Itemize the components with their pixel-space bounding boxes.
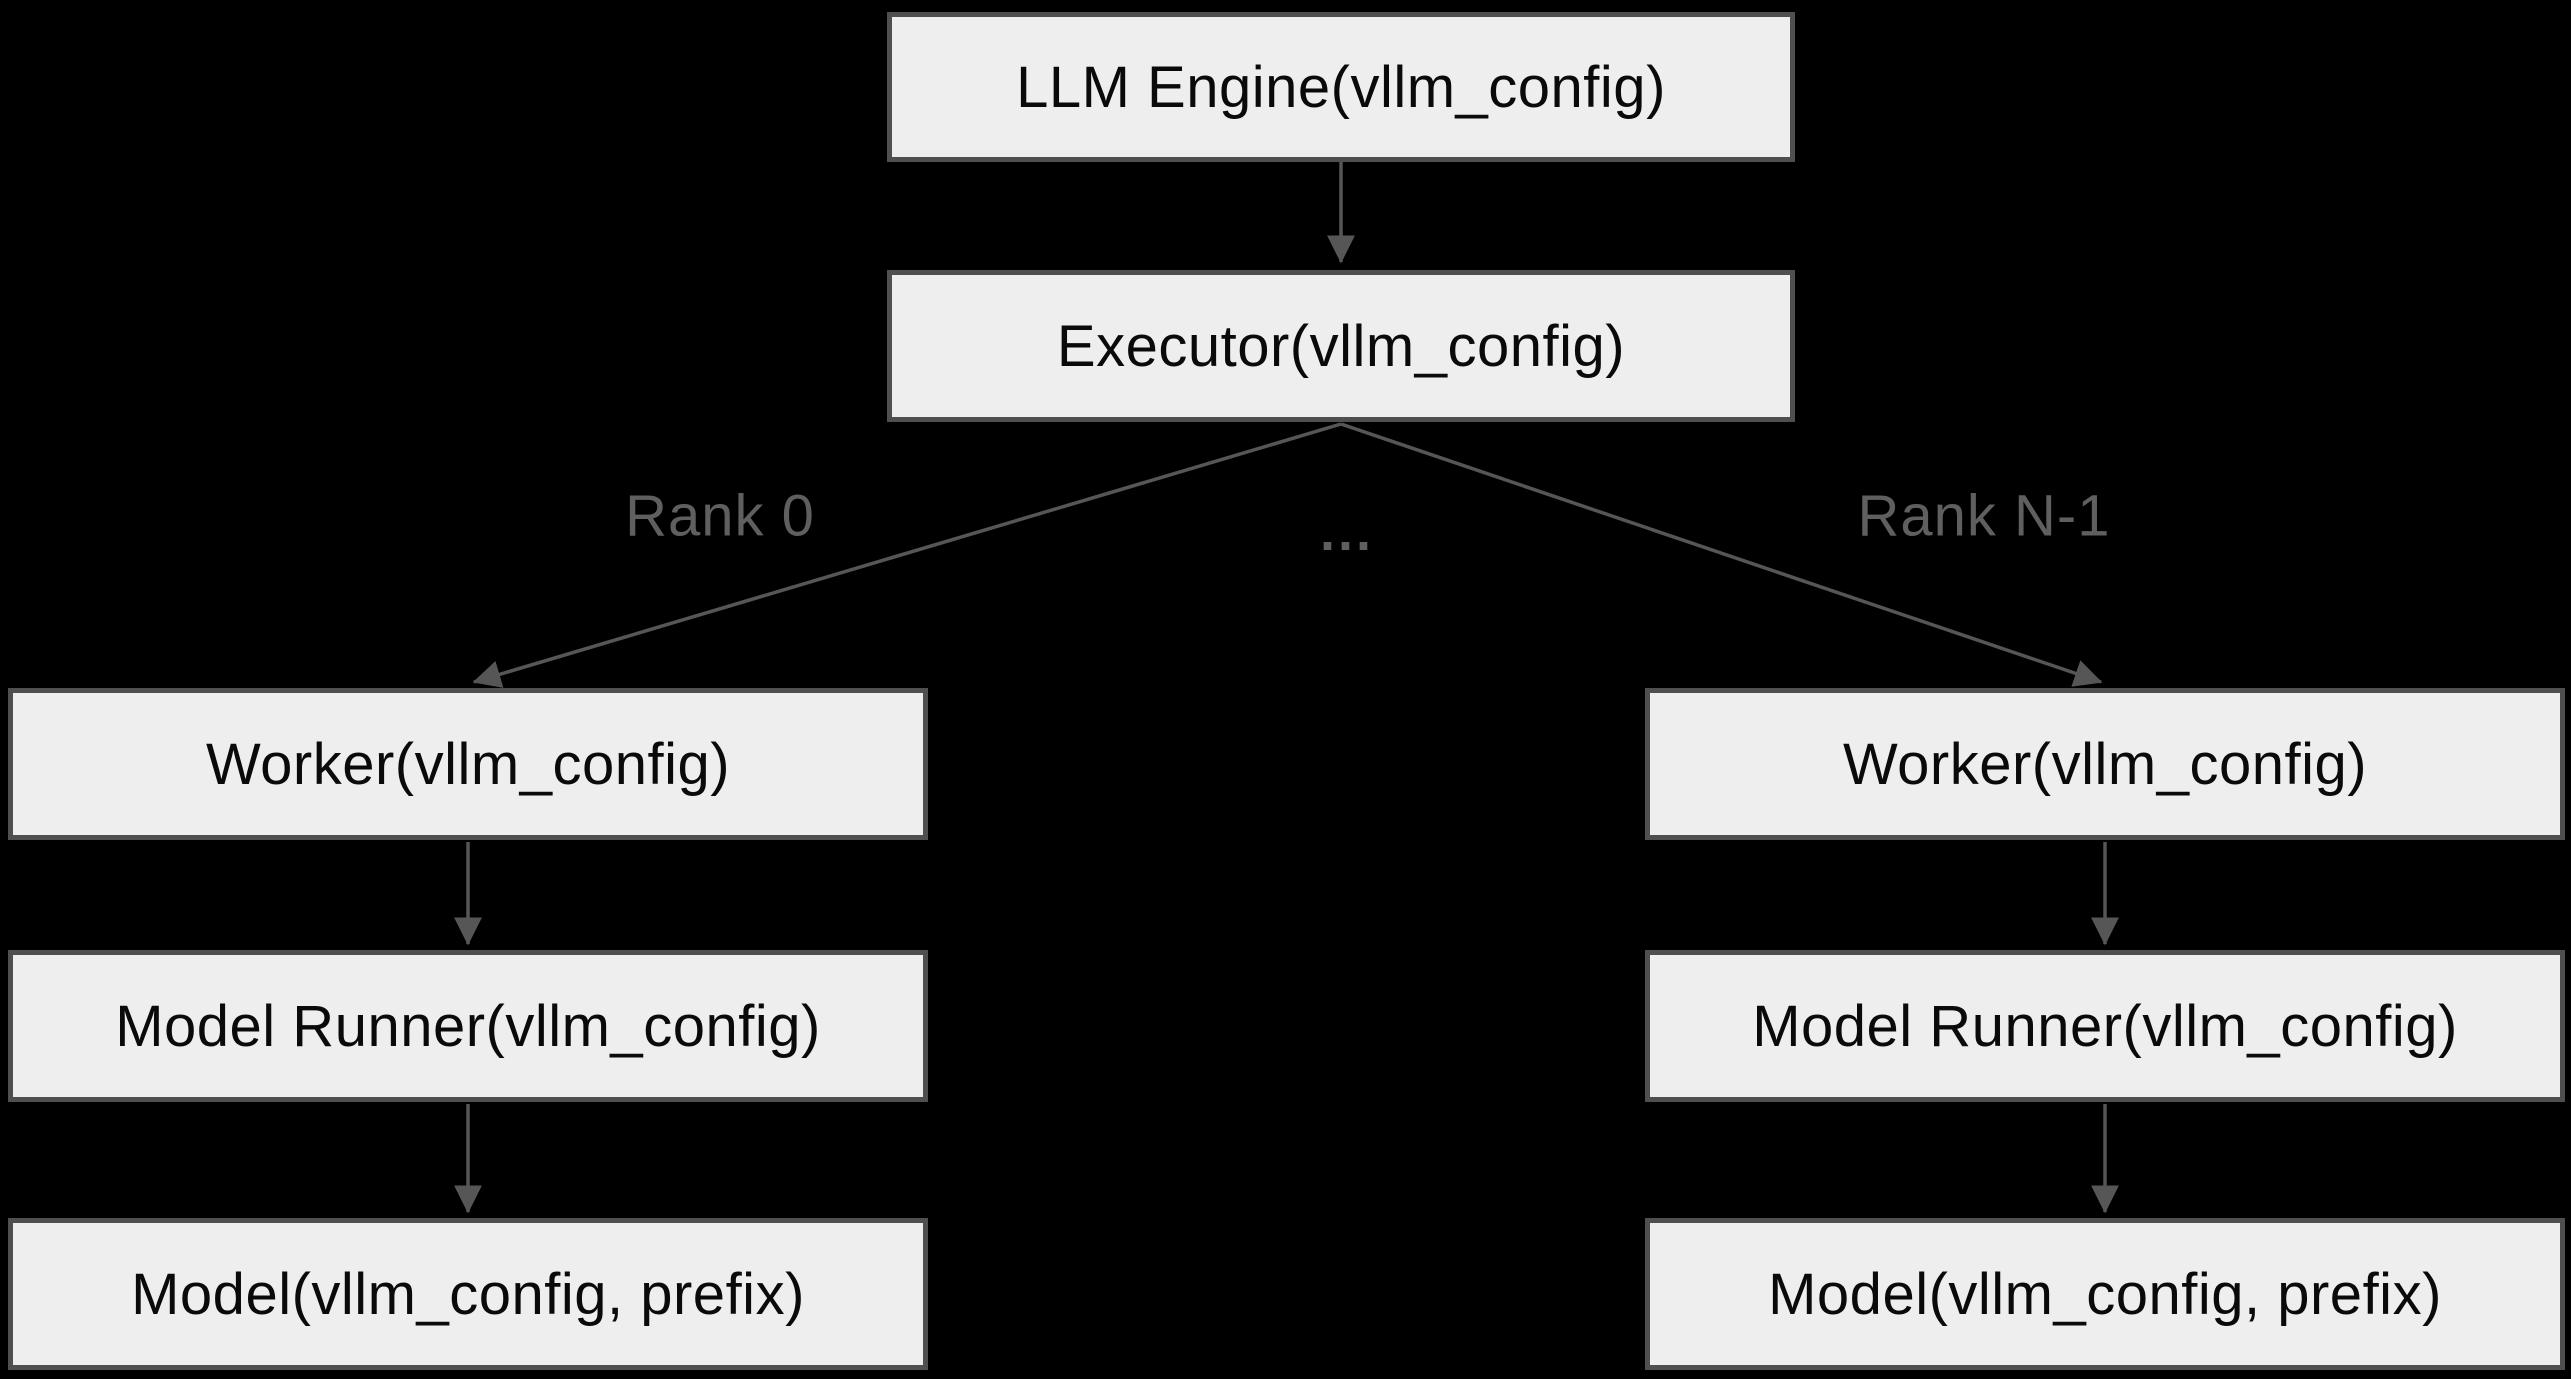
node-model-right-label: Model(vllm_config, prefix) (1768, 1261, 2442, 1327)
node-model-runner-left: Model Runner(vllm_config) (8, 950, 928, 1102)
node-worker-right: Worker(vllm_config) (1645, 688, 2565, 840)
node-executor-label: Executor(vllm_config) (1056, 313, 1626, 379)
edge-label-rank-0: Rank 0 (625, 483, 815, 549)
node-llm-engine-label: LLM Engine(vllm_config) (1016, 54, 1666, 120)
node-worker-left-label: Worker(vllm_config) (205, 731, 731, 797)
edge-label-rank-n-1: Rank N-1 (1857, 483, 2111, 549)
node-llm-engine: LLM Engine(vllm_config) (887, 12, 1795, 162)
node-model-runner-right-label: Model Runner(vllm_config) (1752, 993, 2458, 1059)
node-model-runner-left-label: Model Runner(vllm_config) (115, 993, 821, 1059)
node-model-runner-right: Model Runner(vllm_config) (1645, 950, 2565, 1102)
node-worker-left: Worker(vllm_config) (8, 688, 928, 840)
node-model-left-label: Model(vllm_config, prefix) (131, 1261, 805, 1327)
edge-label-ellipsis: ... (1319, 502, 1375, 562)
node-executor: Executor(vllm_config) (887, 270, 1795, 422)
node-worker-right-label: Worker(vllm_config) (1842, 731, 2368, 797)
edge-executor-to-worker-right (1340, 422, 2103, 687)
node-model-left: Model(vllm_config, prefix) (8, 1218, 928, 1370)
edge-executor-to-worker-left (472, 422, 1342, 688)
node-model-right: Model(vllm_config, prefix) (1645, 1218, 2565, 1370)
